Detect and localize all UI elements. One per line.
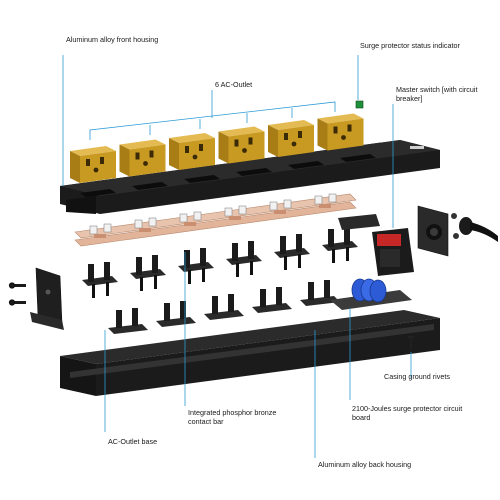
outlet-base: [108, 308, 148, 334]
capacitor-icon: [351, 278, 387, 303]
label-status-indicator: Surge protector status indicator: [360, 41, 460, 50]
contact-clip: [89, 223, 112, 238]
contact-clip: [134, 217, 157, 232]
ground-rivet: [408, 336, 414, 350]
ac-outlets: [70, 113, 364, 183]
label-master-switch: Master switch [with circuit breaker]: [396, 85, 478, 103]
ac-outlet: [218, 126, 265, 164]
outlet-base: [274, 234, 310, 270]
ac-outlet: [268, 120, 314, 157]
contact-clip: [314, 193, 337, 208]
outlet-slots: [80, 154, 376, 197]
back-housing: [60, 310, 440, 396]
left-end-cap: [30, 267, 64, 330]
outlet-base-row-upper: [82, 227, 358, 298]
label-contact-bar: Integrated phosphor bronze contact bar: [188, 408, 277, 426]
outlet-base: [130, 255, 166, 291]
outlet-slot: [80, 189, 116, 197]
power-cord-icon: [451, 213, 498, 242]
master-switch: [338, 214, 414, 276]
outlet-slot: [340, 154, 376, 162]
ac-outlet: [317, 113, 364, 151]
outlet-base: [178, 248, 214, 284]
label-back-housing: Aluminum alloy back housing: [318, 460, 412, 469]
phosphor-bronze-contact-bar: [74, 193, 357, 247]
label-ac-outlet: 6 AC-Outlet: [215, 80, 253, 89]
contact-clip: [224, 205, 247, 220]
screw-icon: [8, 282, 26, 306]
outlet-base: [300, 280, 340, 306]
ac-outlet: [119, 139, 166, 177]
outlet-slot: [132, 182, 168, 190]
outlet-base: [226, 241, 262, 277]
end-cap-icon: [417, 205, 449, 257]
outlet-slot: [288, 161, 324, 169]
outlet-base: [252, 287, 292, 313]
outlet-base: [82, 262, 118, 298]
outlet-slot: [184, 175, 220, 183]
ac-outlet-bracket: [89, 90, 336, 140]
label-outlet-base: AC-Outlet base: [108, 437, 158, 446]
ac-outlet: [70, 146, 116, 183]
contact-clip: [269, 199, 292, 214]
status-indicator-led: [355, 100, 364, 109]
label-ground-rivets: Casing ground rivets: [384, 372, 450, 381]
label-surge-board: 2100-Joules surge protector circuit boar…: [352, 404, 463, 422]
contact-clip: [179, 211, 202, 226]
leader-lines: [62, 55, 412, 458]
indicator-window: [410, 146, 424, 149]
outlet-base: [156, 301, 196, 327]
ac-outlet: [169, 133, 215, 170]
label-front-housing: Aluminum alloy front housing: [66, 35, 159, 44]
outlet-base: [204, 294, 244, 320]
contact-clips: [89, 193, 337, 238]
front-housing: [60, 140, 440, 214]
outlet-slot: [236, 168, 272, 176]
outlet-base-row-lower: [108, 280, 340, 334]
surge-protector-board: [330, 278, 412, 310]
outlet-base: [322, 227, 358, 263]
